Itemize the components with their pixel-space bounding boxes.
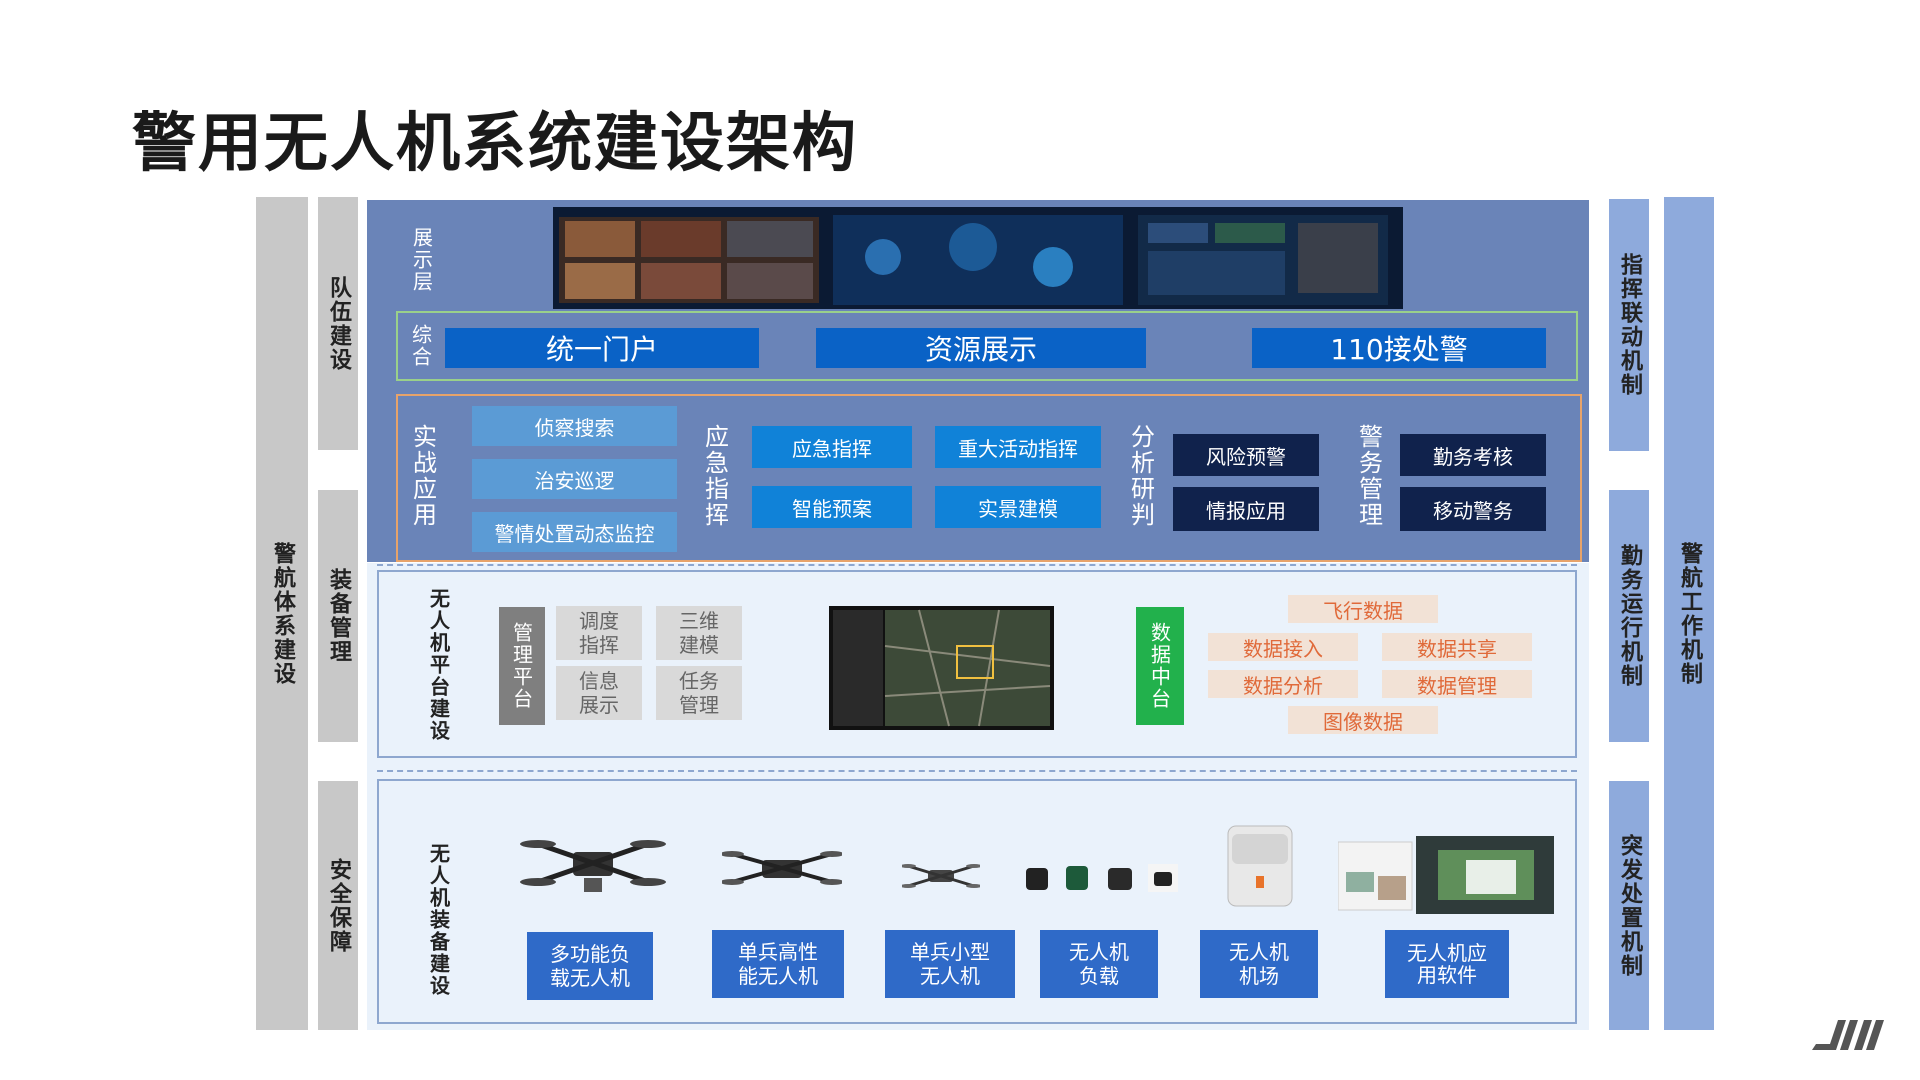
right-inner-label: 突发处置机制 — [1617, 833, 1642, 978]
drone-icon — [520, 840, 666, 892]
flight-data-tile[interactable]: 飞行数据 — [1288, 595, 1438, 623]
application-software-button[interactable]: 无人机应用软件 — [1385, 930, 1509, 998]
mobile-policing-button[interactable]: 移动警务 — [1400, 487, 1546, 531]
high-performance-drone-button[interactable]: 单兵高性能无人机 — [712, 930, 844, 998]
right-outer-label: 警航工作机制 — [1677, 541, 1702, 686]
left-inner-label: 装备管理 — [326, 568, 351, 664]
police-affairs-label: 警务管理 — [1354, 424, 1383, 528]
map-image — [829, 606, 1054, 730]
left-outer-label: 警航体系建设 — [270, 541, 295, 686]
right-inner-label: 勤务运行机制 — [1617, 544, 1642, 688]
analysis-label: 分析研判 — [1126, 424, 1155, 528]
left-inner-safety: 安全保障 — [318, 781, 358, 1030]
data-middle-platform-label: 数据中台 — [1136, 607, 1184, 725]
data-access-tile[interactable]: 数据接入 — [1208, 633, 1358, 661]
unified-portal-button[interactable]: 统一门户 — [445, 328, 759, 368]
application-row — [396, 394, 1582, 562]
left-outer-column: 警航体系建设 — [256, 197, 308, 1030]
recon-search-button[interactable]: 侦察搜索 — [472, 406, 677, 446]
drone-dock-button[interactable]: 无人机机场 — [1200, 930, 1318, 998]
left-inner-label: 安全保障 — [326, 857, 351, 954]
3d-modeling-tile[interactable]: 三维建模 — [656, 606, 742, 660]
data-sharing-tile[interactable]: 数据共享 — [1382, 633, 1532, 661]
right-inner-label: 指挥联动机制 — [1617, 253, 1642, 397]
dji-logo — [1810, 1010, 1900, 1056]
resource-display-button[interactable]: 资源展示 — [816, 328, 1146, 368]
emergency-command-button[interactable]: 应急指挥 — [752, 426, 912, 468]
small-drone-button[interactable]: 单兵小型无人机 — [885, 930, 1015, 998]
dashed-separator — [377, 770, 1577, 772]
software-screens-icon — [1337, 836, 1554, 914]
data-analysis-tile[interactable]: 数据分析 — [1208, 670, 1358, 698]
right-inner-command: 指挥联动机制 — [1609, 199, 1649, 451]
management-platform-label: 管理平台 — [499, 607, 545, 725]
emergency-label: 应急指挥 — [700, 424, 729, 528]
drone-icon — [900, 864, 982, 888]
camera-icon — [1026, 864, 1178, 892]
integrated-label: 综合 — [408, 324, 433, 368]
patrol-button[interactable]: 治安巡逻 — [472, 459, 677, 499]
smart-plan-button[interactable]: 智能预案 — [752, 486, 912, 528]
image-data-tile[interactable]: 图像数据 — [1288, 706, 1438, 734]
multi-payload-drone-button[interactable]: 多功能负载无人机 — [527, 932, 653, 1000]
incident-monitor-button[interactable]: 警情处置动态监控 — [472, 512, 677, 552]
drone-icon — [720, 851, 844, 885]
right-outer-column: 警航工作机制 — [1664, 197, 1714, 1030]
payload-image — [1022, 860, 1182, 896]
intelligence-button[interactable]: 情报应用 — [1173, 487, 1319, 531]
payload-button[interactable]: 无人机负载 — [1040, 930, 1158, 998]
risk-warning-button[interactable]: 风险预警 — [1173, 434, 1319, 476]
platform-screenshot — [829, 606, 1054, 730]
combat-label: 实战应用 — [408, 424, 437, 528]
duty-assessment-button[interactable]: 勤务考核 — [1400, 434, 1546, 476]
110-dispatch-button[interactable]: 110接处警 — [1252, 328, 1546, 368]
display-screens — [553, 207, 1403, 309]
realistic-model-button[interactable]: 实景建模 — [935, 486, 1101, 528]
page-title: 警用无人机系统建设架构 — [132, 107, 858, 181]
task-management-tile[interactable]: 任务管理 — [656, 666, 742, 720]
platform-label: 无人机平台建设 — [426, 588, 451, 742]
small-drone-image — [900, 858, 982, 894]
platform-box — [377, 570, 1577, 758]
application-software-image — [1337, 836, 1554, 914]
left-inner-team: 队伍建设 — [318, 197, 358, 450]
video-wall-image — [553, 207, 1403, 309]
dock-icon — [1227, 825, 1293, 907]
display-layer-label: 展示层 — [409, 227, 434, 293]
data-management-tile[interactable]: 数据管理 — [1382, 670, 1532, 698]
right-inner-duty: 勤务运行机制 — [1609, 490, 1649, 742]
integrated-row — [396, 311, 1578, 381]
left-inner-label: 队伍建设 — [326, 275, 351, 372]
right-inner-emergency: 突发处置机制 — [1609, 781, 1649, 1030]
dji-logo-mark — [1812, 1020, 1884, 1050]
dashed-separator — [377, 564, 1577, 566]
high-performance-drone-image — [720, 842, 844, 898]
drone-dock-image — [1222, 822, 1298, 914]
major-event-command-button[interactable]: 重大活动指挥 — [935, 426, 1101, 468]
multi-payload-drone-image — [518, 830, 668, 902]
equipment-label: 无人机装备建设 — [426, 843, 451, 997]
dispatch-command-tile[interactable]: 调度指挥 — [556, 606, 642, 660]
info-display-tile[interactable]: 信息展示 — [556, 666, 642, 720]
equipment-box — [377, 779, 1577, 1024]
left-inner-equipment: 装备管理 — [318, 490, 358, 742]
